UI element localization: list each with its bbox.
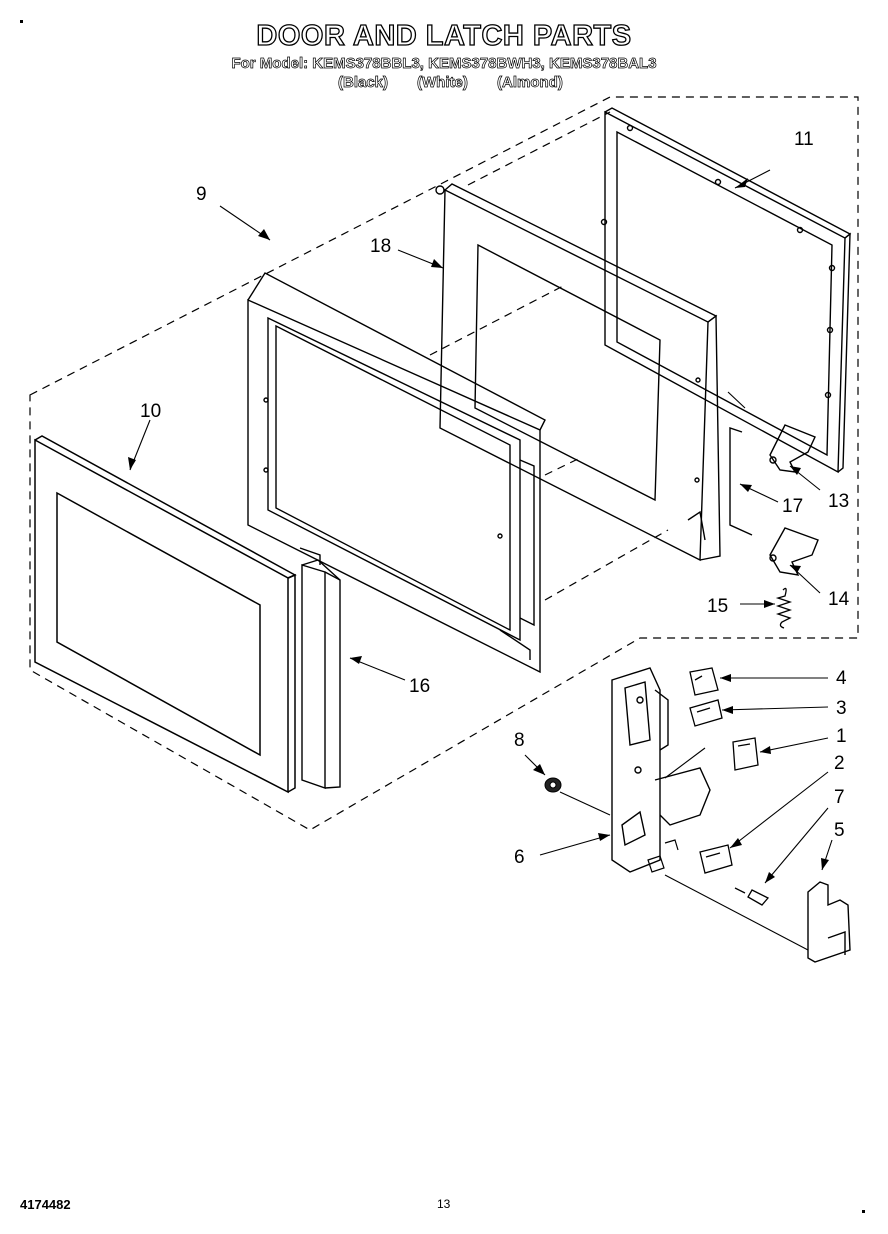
page-number: 13 [437,1197,451,1211]
variant-white: (White) [417,74,469,92]
document-number: 4174482 [20,1197,71,1212]
callout-7: 7 [834,787,845,808]
callout-16: 16 [409,676,430,697]
part-9-door-frame [247,272,546,674]
part-8-nut [544,777,562,793]
part-13-upper-latch [769,424,816,473]
callout-11: 11 [794,129,814,150]
variant-almond: (Almond) [497,74,564,92]
callout-8: 8 [514,730,525,751]
part-14-lower-latch [769,527,819,576]
page-title: DOOR AND LATCH PARTS [256,19,632,52]
part-7-screw [734,887,770,906]
callout-6: 6 [514,847,525,868]
leader-lines [129,169,833,951]
callout-3: 3 [836,698,847,719]
callout-10: 10 [140,401,161,422]
part-6-latch-housing [611,667,711,873]
callout-17: 17 [782,496,803,517]
corner-mark-top-left [20,20,23,23]
housing-clip [647,839,679,873]
part-1-switch [732,737,759,771]
variant-black: (Black) [338,74,389,92]
part-10-outer-panel [34,435,297,794]
callout-9: 9 [196,184,207,205]
callout-14: 14 [828,589,850,610]
door-assembly-boundary [29,96,859,831]
part-3-switch [689,699,723,727]
callout-4: 4 [836,668,847,689]
callout-13: 13 [828,491,849,512]
callout-18: 18 [370,236,391,257]
part-11-door-back-panel [600,107,852,474]
part-5-latch-lever [807,881,851,963]
callout-5: 5 [834,820,845,841]
part-2-switch [699,844,733,874]
part-15-spring [775,587,793,629]
callout-2: 2 [834,753,845,774]
part-16-handle-strip [299,547,341,789]
callout-1: 1 [836,726,847,747]
part-18-choke-frame [435,183,721,562]
leader-arrowheads [128,178,829,883]
callout-15: 15 [707,596,728,617]
model-line: For Model: KEMS378BBL3, KEMS378BWH3, KEM… [231,55,657,73]
part-4-switch [689,667,719,696]
corner-mark-bottom-right [862,1210,865,1213]
part-17-actuator-rod [729,427,753,536]
